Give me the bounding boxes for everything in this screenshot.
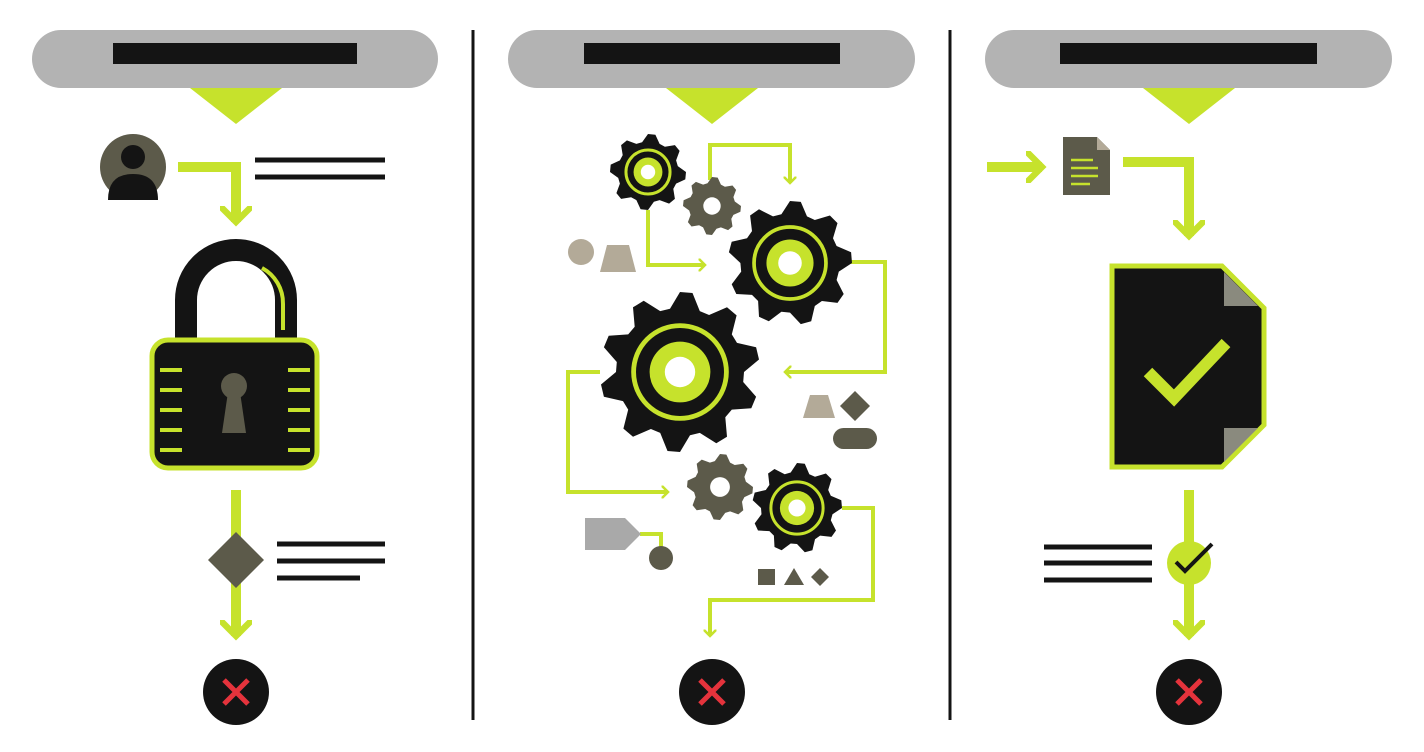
gear-icon: [610, 134, 686, 210]
user-avatar-icon: [100, 134, 166, 200]
shape-trapezoid-icon: [803, 395, 835, 418]
flow-arrow: [1123, 157, 1189, 236]
gear-icon: [728, 201, 852, 325]
decision-diamond-icon: [208, 532, 264, 588]
shape-circle-icon: [568, 239, 594, 265]
keyhole-icon: [221, 373, 247, 433]
error-x-icon: [679, 659, 745, 725]
shape-diamond-icon: [811, 568, 829, 586]
shape-triangle-icon: [784, 568, 804, 585]
flow-arrows: [566, 143, 887, 636]
text-lines-placeholder: [1044, 544, 1152, 583]
error-x-icon: [1156, 659, 1222, 725]
text-lines-placeholder: [277, 541, 385, 581]
shape-diamond-icon: [840, 391, 870, 421]
header-redacted-bar: [113, 43, 357, 64]
header-pointer-triangle: [666, 88, 758, 124]
header-redacted-bar: [1060, 43, 1317, 64]
shape-square-icon: [758, 569, 775, 585]
shape-pill-icon: [833, 428, 877, 449]
shape-tag-icon: [585, 518, 641, 550]
header-redacted-bar: [584, 43, 840, 64]
panel-process-gears: [508, 30, 915, 636]
check-circle-icon: [1167, 541, 1214, 585]
gear-icon: [601, 292, 759, 452]
error-x-icon: [203, 659, 269, 725]
header-pointer-triangle: [1143, 88, 1235, 124]
panel-access-locked: [32, 30, 438, 636]
shape-trapezoid-icon: [600, 245, 636, 272]
header-pointer-triangle: [190, 88, 282, 124]
text-lines-placeholder: [255, 157, 385, 180]
small-gear-icon: [687, 454, 753, 520]
panel-document-approved: [985, 30, 1392, 636]
gear-icon: [752, 463, 842, 553]
small-gear-icon: [683, 177, 741, 235]
shape-circle-icon: [649, 546, 673, 570]
flow-arrow: [178, 162, 236, 222]
small-document-icon: [1063, 137, 1110, 195]
document-check-icon: [1109, 263, 1267, 470]
lock-icon: [149, 239, 320, 471]
